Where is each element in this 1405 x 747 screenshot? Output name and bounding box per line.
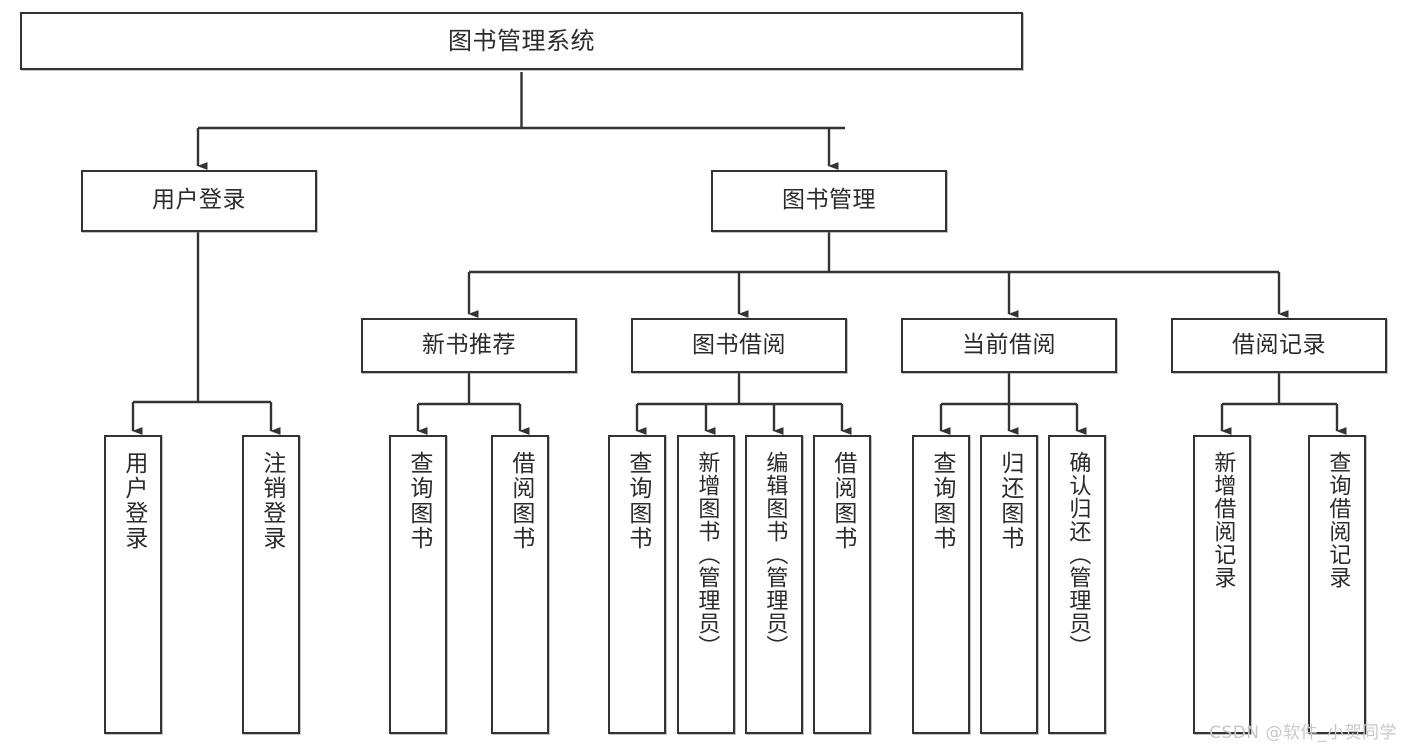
leaf-add-book-admin[interactable]: 新增图书（管理员） bbox=[677, 435, 735, 734]
node-label: 查询图书 bbox=[928, 451, 955, 551]
node-label: 用户登录 bbox=[120, 451, 147, 551]
node-label: 归还图书 bbox=[996, 451, 1023, 551]
node-borrow-record[interactable]: 借阅记录 bbox=[1171, 318, 1387, 373]
node-label: 借阅图书 bbox=[507, 451, 534, 551]
leaf-query-borrow-record[interactable]: 查询借阅记录 bbox=[1308, 435, 1366, 734]
csdn-watermark: CSDN @软件_小贺同学 bbox=[1209, 723, 1397, 743]
node-new-book-recommend[interactable]: 新书推荐 bbox=[361, 318, 577, 373]
node-label: 查询借阅记录 bbox=[1325, 451, 1351, 589]
leaf-query-book-recommend[interactable]: 查询图书 bbox=[389, 435, 447, 734]
node-label: 新增借阅记录 bbox=[1210, 451, 1236, 589]
node-label: 查询图书 bbox=[624, 451, 651, 551]
node-label: 编辑图书（管理员） bbox=[762, 451, 788, 658]
node-label: 借阅记录 bbox=[1232, 331, 1326, 358]
leaf-add-borrow-record[interactable]: 新增借阅记录 bbox=[1193, 435, 1251, 734]
node-current-borrow[interactable]: 当前借阅 bbox=[901, 318, 1117, 373]
leaf-query-book-borrow[interactable]: 查询图书 bbox=[608, 435, 666, 734]
leaf-edit-book-admin[interactable]: 编辑图书（管理员） bbox=[745, 435, 803, 734]
node-label: 图书借阅 bbox=[692, 331, 786, 358]
node-label: 新增图书（管理员） bbox=[694, 451, 720, 658]
node-book-borrow[interactable]: 图书借阅 bbox=[631, 318, 847, 373]
node-label: 确认归还（管理员） bbox=[1065, 451, 1091, 658]
node-book-management[interactable]: 图书管理 bbox=[711, 170, 947, 232]
leaf-confirm-return-admin[interactable]: 确认归还（管理员） bbox=[1048, 435, 1106, 734]
leaf-query-book-current[interactable]: 查询图书 bbox=[912, 435, 970, 734]
leaf-logout[interactable]: 注销登录 bbox=[242, 435, 300, 734]
node-label: 注销登录 bbox=[258, 451, 285, 551]
node-root-system[interactable]: 图书管理系统 bbox=[20, 12, 1023, 70]
node-label: 用户登录 bbox=[152, 187, 246, 214]
leaf-borrow-book[interactable]: 借阅图书 bbox=[813, 435, 871, 734]
leaf-borrow-book-recommend[interactable]: 借阅图书 bbox=[491, 435, 549, 734]
node-label: 图书管理系统 bbox=[448, 26, 595, 55]
node-label: 图书管理 bbox=[782, 187, 876, 214]
leaf-user-login[interactable]: 用户登录 bbox=[104, 435, 162, 734]
node-label: 查询图书 bbox=[405, 451, 432, 551]
node-label: 借阅图书 bbox=[829, 451, 856, 551]
leaf-return-book[interactable]: 归还图书 bbox=[980, 435, 1038, 734]
node-label: 新书推荐 bbox=[422, 331, 516, 358]
node-label: 当前借阅 bbox=[962, 331, 1056, 358]
node-user-login[interactable]: 用户登录 bbox=[81, 170, 317, 232]
